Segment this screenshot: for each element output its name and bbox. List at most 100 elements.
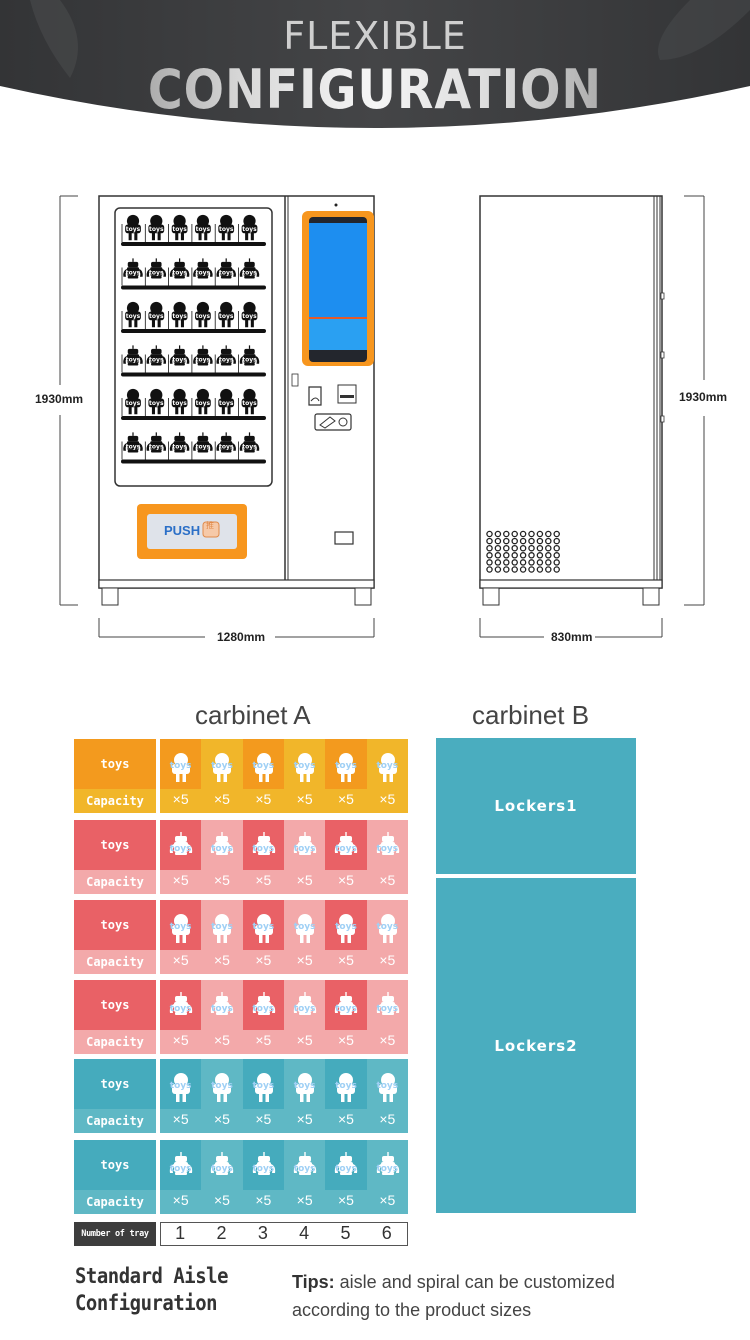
vent-hole — [528, 566, 535, 573]
header-title-line2: CONFIGURATION — [45, 58, 705, 121]
tray-slot: toys×5 — [325, 1059, 367, 1133]
tray-capacity-label: Capacity — [74, 1030, 156, 1054]
cabinet-b-title: carbinet B — [472, 700, 590, 730]
side-depth-label: 830mm — [548, 630, 596, 644]
antenna-robot-toy-icon — [169, 258, 190, 279]
round-robot-toy-icon — [337, 753, 356, 782]
tips-label: Tips: — [292, 1272, 335, 1292]
round-robot-toy-icon — [295, 1073, 314, 1102]
antenna-robot-toy-icon — [123, 345, 143, 366]
push-icon-label: 推 — [206, 521, 214, 530]
tray-capacity-label: Capacity — [74, 789, 156, 813]
antenna-robot-toy-icon — [376, 832, 399, 855]
vent-hole — [545, 530, 552, 538]
tray-slot: toys×5 — [325, 820, 367, 894]
side-height-dimension — [684, 195, 705, 606]
vent-hole — [553, 559, 560, 566]
locker-1: Lockers1 — [436, 738, 636, 874]
tray-number: 2 — [216, 1223, 227, 1243]
antenna-robot-toy-icon — [211, 832, 234, 855]
tray-slot: toys×5 — [242, 980, 284, 1054]
round-robot-toy-icon — [172, 914, 190, 943]
tray-slot: toys×5 — [201, 980, 243, 1054]
antenna-robot-toy-icon — [169, 1152, 193, 1175]
slot-product-label: toys — [376, 1004, 399, 1014]
slot-product-label: toys — [252, 1081, 275, 1091]
slot-product-label: toys — [169, 1164, 192, 1174]
header-banner: FLEXIBLE CONFIGURATION — [0, 0, 750, 140]
slot-quantity: ×5 — [214, 791, 230, 807]
front-width-label: 1280mm — [214, 630, 269, 644]
slot-quantity: ×5 — [379, 952, 396, 968]
side-cabinet-base — [479, 579, 663, 589]
vent-hole — [511, 537, 518, 545]
side-height-label: 1930mm — [676, 390, 731, 404]
round-robot-toy-icon — [218, 388, 235, 415]
vent-hole — [553, 537, 560, 545]
slot-product-label: toys — [169, 761, 192, 771]
antenna-robot-toy-icon — [376, 1152, 399, 1175]
slot-product-label: toys — [252, 1164, 275, 1174]
shelf-item-label: toys — [149, 313, 164, 320]
vent-hole — [519, 544, 527, 552]
antenna-robot-toy-icon — [123, 258, 143, 279]
slot-quantity: ×5 — [379, 1192, 396, 1208]
shelf-item-label: toys — [196, 444, 211, 451]
antenna-robot-toy-icon — [252, 992, 275, 1015]
tray-slot: toys×5 — [242, 739, 284, 813]
vent-hole — [503, 552, 510, 559]
shelf-rail — [121, 416, 266, 420]
slot-quantity: ×5 — [214, 1032, 230, 1048]
tray-product-name: toys — [74, 1140, 156, 1190]
antenna-robot-toy-icon — [239, 258, 260, 279]
antenna-robot-toy-icon — [216, 258, 236, 279]
front-foot-right — [354, 587, 372, 606]
vent-hole — [553, 544, 560, 552]
shelf-item-label: toys — [126, 313, 141, 320]
vent-hole — [519, 537, 527, 545]
round-robot-toy-icon — [148, 388, 165, 415]
slot-quantity: ×5 — [379, 1111, 396, 1127]
antenna-robot-toy-icon — [193, 432, 213, 453]
round-robot-toy-icon — [125, 301, 141, 328]
antenna-robot-toy-icon — [193, 258, 213, 279]
antenna-robot-toy-icon — [169, 832, 193, 855]
push-icon — [202, 521, 220, 538]
shelf-rail — [121, 242, 266, 246]
tray-number: 6 — [381, 1223, 392, 1243]
side-cabinet-body — [479, 195, 663, 589]
slot-quantity: ×5 — [337, 1192, 354, 1208]
tray-slot: toys×5 — [201, 1059, 243, 1133]
header-title-line1: FLEXIBLE — [283, 14, 467, 58]
vent-hole — [494, 552, 502, 559]
vent-hole — [503, 566, 510, 573]
slot-quantity: ×5 — [214, 1192, 230, 1208]
slot-product-label: toys — [293, 1164, 316, 1174]
vent-hole — [553, 530, 560, 538]
tray-slot: toys×5 — [366, 739, 408, 813]
shelf-item-label: toys — [172, 357, 187, 364]
shelf-item-label: toys — [172, 400, 187, 407]
tray-slot: toys×5 — [366, 1059, 408, 1133]
vent-hole — [519, 566, 527, 573]
shelf-item-label: toys — [126, 270, 141, 277]
vent-hole — [486, 552, 493, 559]
shelf-rail — [121, 459, 266, 464]
slot-product-label: toys — [252, 922, 275, 932]
tray-slot: toys×5 — [160, 900, 202, 974]
slot-product-label: toys — [376, 1164, 399, 1174]
shelf-item-label: toys — [126, 226, 141, 233]
tray-slot: toys×5 — [283, 1059, 326, 1133]
